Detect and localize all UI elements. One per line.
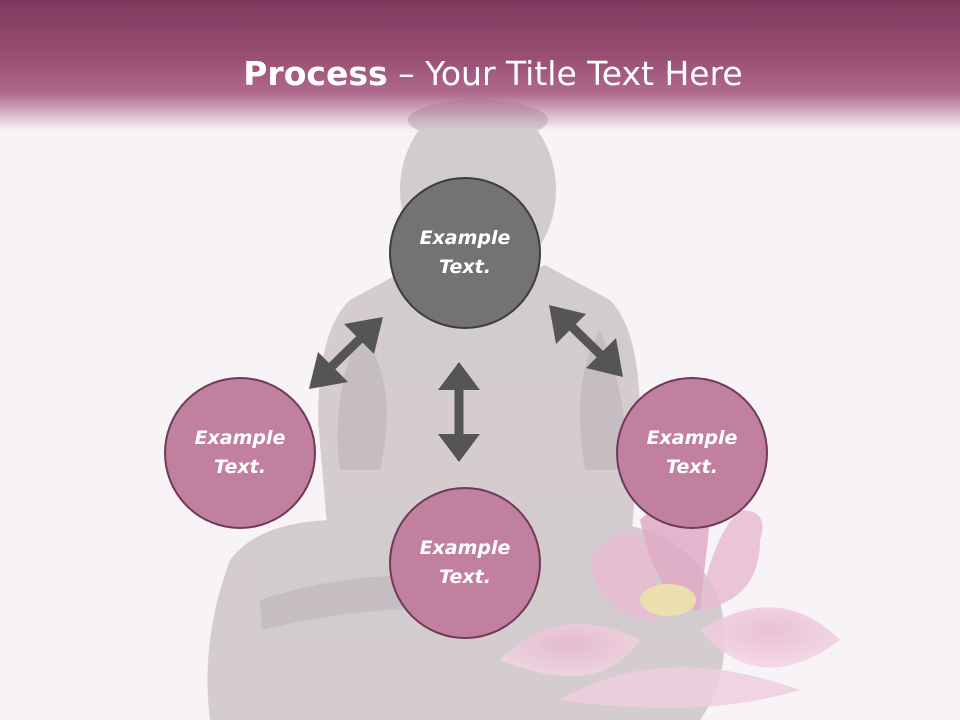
process-node-bottom: Example Text.: [389, 487, 541, 639]
slide-title: Process – Your Title Text Here: [0, 52, 960, 96]
arrow-top-right-head-b: [586, 338, 623, 377]
node-right-text: Example Text.: [646, 427, 738, 478]
node-top-text: Example Text.: [419, 227, 511, 278]
arrow-top-left-head-b: [309, 352, 348, 389]
process-node-top: Example Text.: [389, 177, 541, 329]
arrow-center-head-up: [438, 362, 480, 390]
title-bold: Process: [243, 54, 388, 93]
node-bottom-text: Example Text.: [419, 537, 511, 588]
node-left-text: Example Text.: [194, 427, 286, 478]
arrow-top-left-head-a: [344, 317, 383, 354]
title-rest: – Your Title Text Here: [387, 54, 743, 93]
process-node-right: Example Text.: [616, 377, 768, 529]
arrow-top-right-head-a: [549, 305, 586, 344]
title-bar: [0, 0, 960, 130]
process-node-left: Example Text.: [164, 377, 316, 529]
arrow-center-head-down: [438, 434, 480, 462]
